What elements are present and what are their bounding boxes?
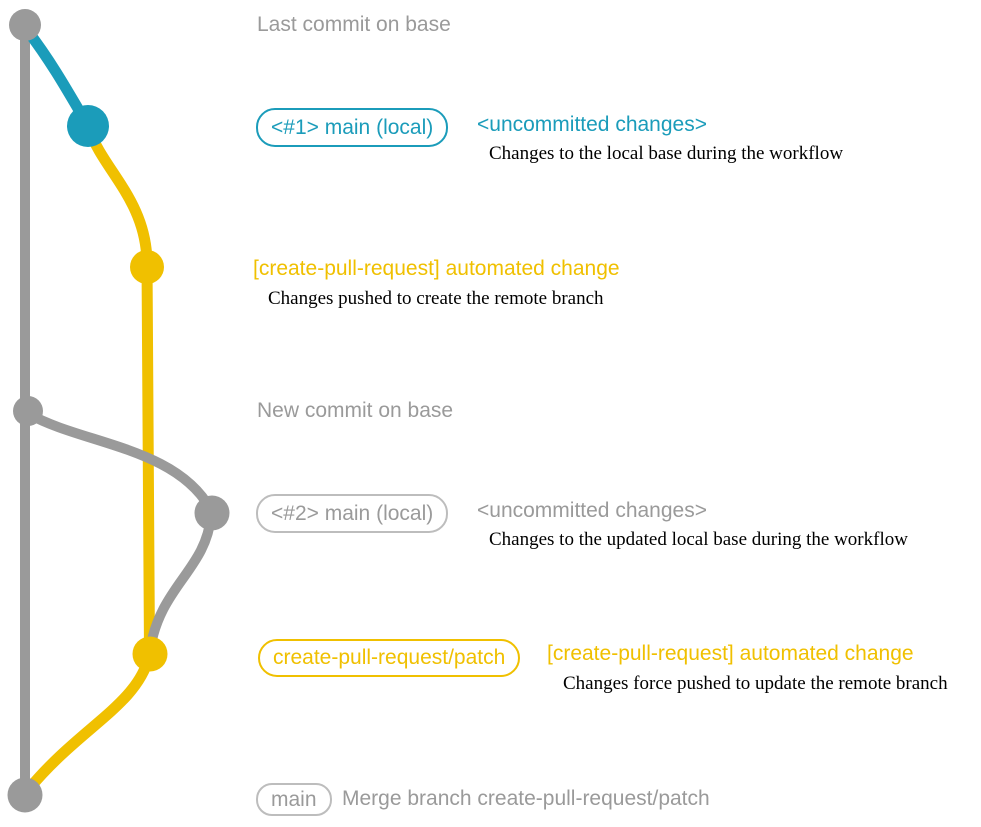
force-push-curve: [145, 511, 216, 655]
event-title-automated-change-2: [create-pull-request] automated change: [547, 642, 914, 665]
commit-node-automated-1: [130, 250, 164, 284]
branch-badge-main-local-2: <#2> main (local): [256, 494, 449, 533]
updated-local-branch-curve: [24, 409, 216, 515]
event-title-automated-change-1: [create-pull-request] automated change: [253, 257, 620, 280]
event-caption-uncommitted-changes-2: Changes to the updated local base during…: [489, 529, 908, 550]
annotation-last-commit-on-base: Last commit on base: [257, 13, 451, 36]
commit-node-last-base: [9, 9, 41, 41]
commit-node-merge: [7, 777, 43, 813]
event-caption-uncommitted-changes-1: Changes to the local base during the wor…: [489, 143, 844, 164]
commit-node-new-base: [13, 396, 43, 426]
event-title-uncommitted-changes-2: <uncommitted changes>: [477, 499, 707, 522]
commit-node-uncommitted-1: [67, 105, 109, 147]
event-caption-automated-change-1: Changes pushed to create the remote bran…: [268, 288, 604, 309]
patch-branch-merge-curve: [22, 651, 155, 796]
event-title-uncommitted-changes-1: <uncommitted changes>: [477, 113, 707, 136]
annotation-new-commit-on-base: New commit on base: [257, 399, 454, 422]
annotation-merge-branch: Merge branch create-pull-request/patch: [342, 787, 710, 810]
commit-node-automated-2: [132, 636, 168, 672]
event-caption-automated-change-2: Changes force pushed to update the remot…: [563, 673, 948, 694]
branch-badge-main: main: [256, 783, 332, 816]
patch-branch-curve-top: [83, 123, 153, 268]
branch-badge-main-local-1: <#1> main (local): [256, 108, 449, 147]
branch-badge-create-pull-request-patch: create-pull-request/patch: [258, 639, 521, 677]
commit-node-uncommitted-2: [194, 495, 230, 531]
